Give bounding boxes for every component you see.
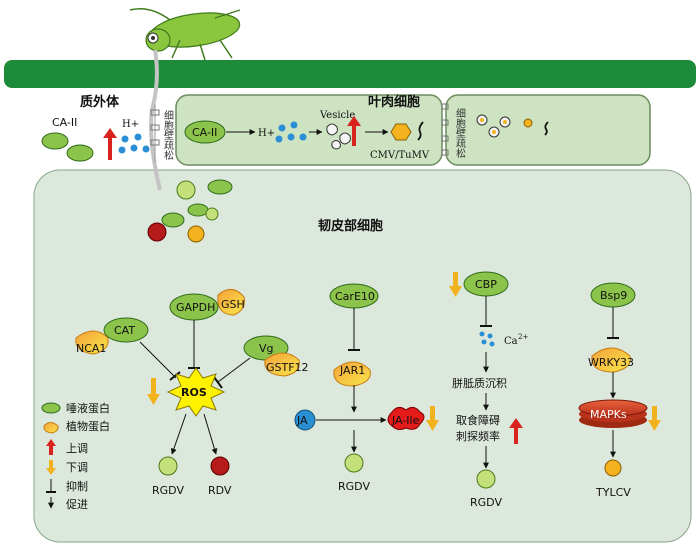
svg-text:JA: JA [296,414,308,427]
svg-text:RGDV: RGDV [338,480,370,493]
tylcv-particle [604,459,622,477]
ja-pathway: CarE10 JAR1 JA JA-Ile RGDV [294,283,439,493]
phloem-label: 韧皮部细胞 [318,218,383,234]
svg-text:GSTF12: GSTF12 [266,361,309,374]
svg-text:WRKY33: WRKY33 [588,356,634,369]
svg-text:RDV: RDV [208,484,232,497]
svg-text:刺探频率: 刺探频率 [456,429,500,443]
rgdv-particle-ja [344,453,364,473]
svg-text:JAR1: JAR1 [339,364,365,377]
mesophyll-label: 叶肉细胞 [368,94,420,110]
hplus-dots-left [118,133,150,154]
right-cell-particles [476,114,549,138]
hplus-label-mid: H+ [258,128,275,139]
gstf12-node [264,352,300,377]
rgdv-particle-cbp [476,469,496,489]
hplus-label-left: H+ [122,119,139,130]
ros-down-arrow [151,378,156,396]
svg-text:唾液蛋白: 唾液蛋白 [66,401,110,415]
legend-up-icon [46,439,56,455]
svg-text:2+: 2+ [518,333,528,341]
svg-text:MAPKs: MAPKs [590,408,627,421]
hplus-dots-mid [275,121,307,143]
mesophyll-cell-right [445,94,651,166]
rgdv-particle-ros [158,456,178,476]
legend-saliva-icon [41,402,61,414]
ca2-oval-mid [184,120,226,144]
ca2-oval-left-1 [41,132,69,150]
insect-vector [129,8,241,191]
phloem-cell [33,169,692,543]
cell-wall-right [441,103,449,156]
svg-text:Vg: Vg [259,342,274,355]
svg-text:Bsp9: Bsp9 [600,289,627,302]
ros-pathway: GAPDH GSH CAT NCA1 Vg GSTF12 ROS RGDV RD… [75,289,309,497]
plasmodesmata-label-right: 细胞壁疏松 [454,107,466,159]
ca2-oval-left-2 [66,144,94,162]
svg-text:RGDV: RGDV [152,484,184,497]
svg-text:植物蛋白: 植物蛋白 [66,419,110,433]
svg-text:取食障碍: 取食障碍 [456,413,500,427]
phloem-entry-particles [147,179,233,243]
ca2-label-left: CA-II [52,116,77,129]
svg-text:胼胝质沉积: 胼胝质沉积 [452,376,507,390]
up-arrow-apoplast [103,128,117,160]
virus-meso-label: CMV/TuMV [370,150,430,161]
up-arrow-vesicle [347,116,361,146]
leaf-epidermis [4,60,696,88]
cat-node [103,317,149,343]
legend-plant-icon [43,422,59,434]
svg-text:TYLCV: TYLCV [595,486,631,499]
svg-text:促进: 促进 [66,497,88,511]
svg-text:Ca: Ca [504,336,518,347]
gsh-node [217,289,245,316]
vesicle-label: Vesicle [319,110,355,121]
svg-text:GAPDH: GAPDH [176,301,215,314]
cbp-pathway: CBP Ca 2+ 胼胝质沉积 取食障碍 刺探频率 RGDV [449,271,528,509]
virus-hexagon [390,123,412,141]
wrky33-node [591,347,631,373]
svg-text:CAT: CAT [114,324,135,337]
nca1-node [75,330,109,355]
mesophyll-cell [175,94,443,166]
svg-text:上调: 上调 [66,442,88,455]
svg-text:抑制: 抑制 [66,479,88,493]
svg-text:CBP: CBP [475,278,497,291]
rna-squiggle [417,121,424,141]
cell-wall-left [150,104,160,162]
plasmodesmata-label-left: 细胞壁疏松 [162,109,174,161]
ja-ile-node [387,406,425,431]
ca2-label-mid: CA-II [192,126,217,139]
ros-star [166,367,226,417]
svg-text:ROS: ROS [181,386,207,399]
mapks-node [578,399,648,417]
vesicles [326,123,351,150]
ja-node [294,409,316,431]
svg-text:GSH: GSH [221,298,245,311]
bsp9-pathway: Bsp9 WRKY33 MAPKs TYLCV [578,282,661,499]
rdv-particle [210,456,230,476]
svg-text:NCA1: NCA1 [76,342,106,355]
up-arrow-feeding [509,418,523,444]
jar1-node [333,361,371,387]
svg-text:下调: 下调 [66,461,88,474]
svg-text:CarE10: CarE10 [335,290,375,303]
legend-down-icon [49,460,53,469]
apoplast-label: 质外体 [80,94,120,110]
svg-text:RGDV: RGDV [470,496,502,509]
svg-text:JA-Ile: JA-Ile [391,414,420,427]
legend: 唾液蛋白 植物蛋白 上调 下调 抑制 促进 [41,401,110,511]
